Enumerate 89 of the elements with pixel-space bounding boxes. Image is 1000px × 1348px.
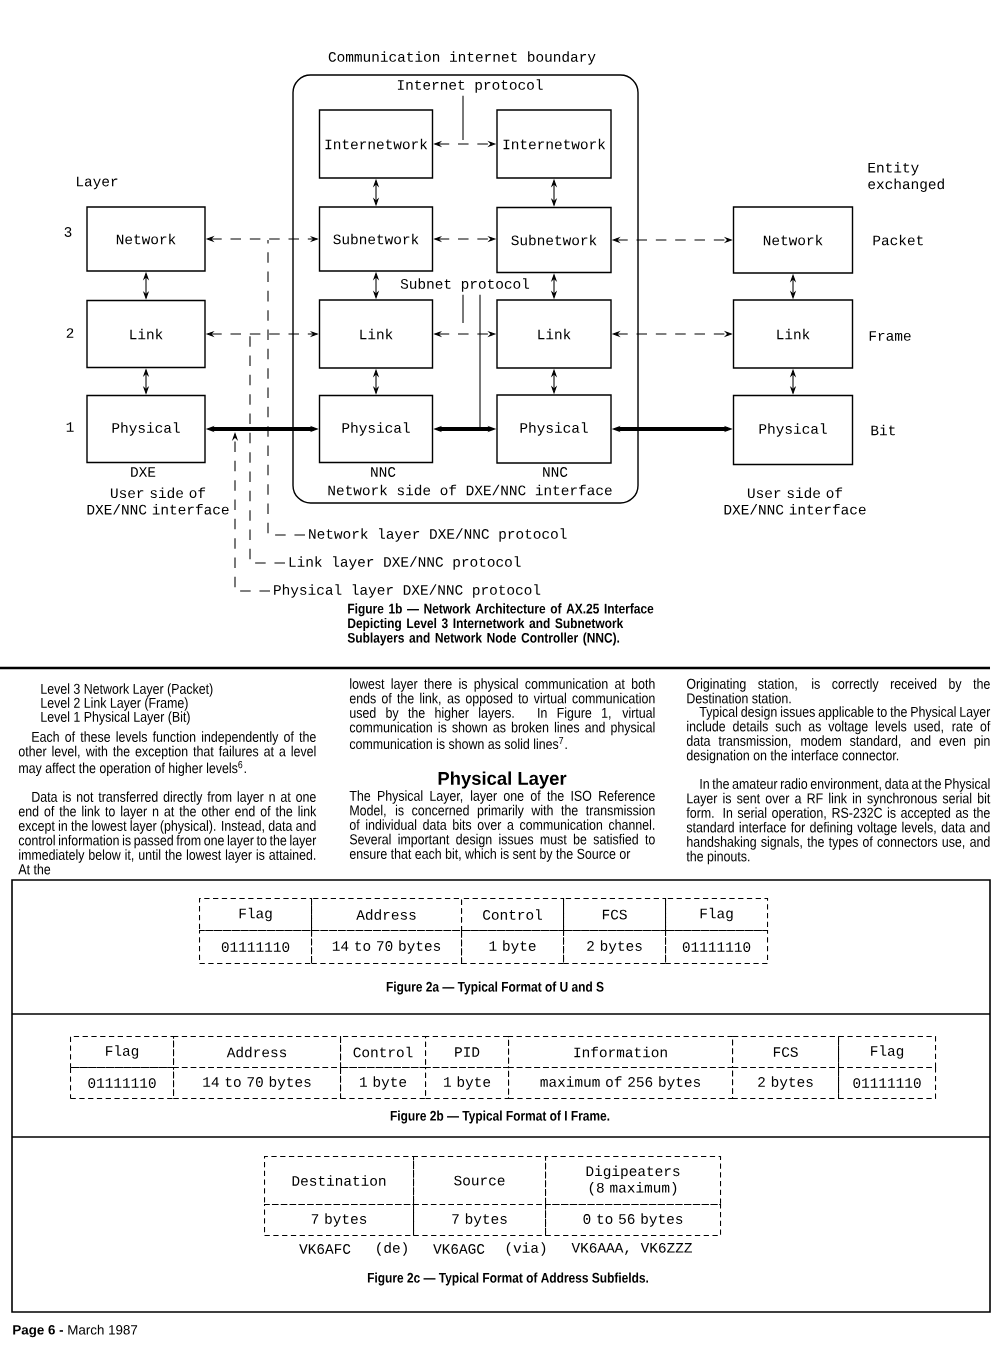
entity-label: Frame <box>869 331 911 341</box>
table-cell: 14 to 70 bytes <box>311 930 463 965</box>
boundary-label: Communication internet boundary <box>328 51 596 65</box>
table-cell: Address <box>311 898 463 932</box>
layer-box: Link <box>732 299 854 369</box>
table-cell: 01111110 <box>838 1067 937 1100</box>
layer-box: Subnetwork <box>318 206 434 272</box>
table-cell: Flag <box>199 898 313 932</box>
leader-line <box>462 95 464 141</box>
table-cell: FCS <box>563 898 667 932</box>
layer-number: 1 <box>66 422 74 432</box>
protocol-label: Physical layer DXE/NNC protocol <box>274 584 541 598</box>
leader-line <box>479 294 481 429</box>
layer-heading: Layer <box>77 176 118 190</box>
table-cell: 2 bytes <box>732 1067 840 1100</box>
leader-line <box>462 294 464 324</box>
station-label: DXE <box>131 467 156 477</box>
callsign: VK6AFC <box>299 1244 351 1254</box>
table-cell: 01111110 <box>199 930 313 965</box>
entity-heading: Entity exchanged <box>868 162 944 192</box>
layer-box: Physical <box>732 394 854 466</box>
table-cell: 14 to 70 bytes <box>173 1067 342 1100</box>
station-label: NNC <box>371 467 396 477</box>
table-cell: Digipeaters (8 maximum) <box>545 1156 722 1206</box>
layer-box: Network <box>732 206 854 274</box>
body-text: Data is not transferred directly from layer n at one end of the link to layer n at the other end of the link except in the lowest layer (physical). Instead, data and control information is passed from one layer to the layer immediately below it, until the lowest layer is attained. At the <box>18 791 317 875</box>
table-cell: 1 byte <box>461 930 565 965</box>
table-cell: 2 bytes <box>563 930 667 965</box>
table-cell: Control <box>340 1036 427 1069</box>
layer-box: Physical <box>86 394 206 464</box>
layer-box: Internetwork <box>318 109 434 179</box>
layer-box: Subnetwork <box>496 206 612 274</box>
body-text: Typical design issues applicable to the Physical Layer include details such as voltage levels used, rate of data transmission, modem standard, and even pin designation on the interface connector. <box>686 706 991 764</box>
table-cell: Information <box>508 1036 734 1069</box>
callsign: VK6AGC <box>433 1244 485 1254</box>
figure-caption: Figure 1b — Network Architecture of AX.25 Interface Depicting Level 3 Internetwork and Subnetwork Sublayers and Network Node Controller (NNC). <box>347 603 654 646</box>
layer-box: Link <box>86 299 206 369</box>
table-cell: Destination <box>264 1156 415 1206</box>
section-heading: Physical Layer <box>438 771 567 789</box>
table-cell: 7 bytes <box>264 1204 415 1237</box>
callsign: VK6AAA, VK6ZZZ <box>571 1242 692 1256</box>
table-cell: 7 bytes <box>413 1204 547 1237</box>
body-text: In the amateur radio environment, data at the Physical Layer is sent over a RF link in synchronous serial bit form. In serial operation, RS-232C is accepted as the standard interface for defining voltage levels, data and handshaking signals, the types of connectors use, and the pinouts. <box>686 778 991 865</box>
body-text: The Physical Layer, layer one of the ISO Reference Model, is concerned primarily with the transmission of individual data bits over a communication channel. Several important design issues must be satisfied to ensure that each bit, which is sent by the Source or <box>349 790 655 862</box>
protocol-label: Subnet protocol <box>400 278 530 292</box>
protocol-label: Link layer DXE/NNC protocol <box>289 556 521 570</box>
station-label: User side of DXE/NNC interface <box>87 487 229 515</box>
table-cell: 0 to 56 bytes <box>545 1204 722 1237</box>
layer-box: Physical <box>318 394 434 464</box>
protocol-label: Network layer DXE/NNC protocol <box>309 528 567 542</box>
body-text: Each of these levels function independently of the other level, with the exception that failures at a level may affect the operation of higher levels$^{6}$. <box>18 731 316 777</box>
table-cell: 01111110 <box>70 1067 175 1100</box>
page-footer: Page 6 - March 1987 <box>13 1324 138 1338</box>
layer-box: Physical <box>496 394 612 464</box>
layer-number: 2 <box>66 328 74 338</box>
table-cell: Flag <box>665 898 769 932</box>
table-cell: Flag <box>70 1036 175 1069</box>
table-cell: FCS <box>732 1036 840 1069</box>
figure-caption: Figure 2a — Typical Format of U and S <box>386 981 604 995</box>
figure-caption: Figure 2c — Typical Format of Address Subfields. <box>367 1272 649 1286</box>
boundary-label: Network side of DXE/NNC interface <box>328 484 612 496</box>
protocol-label: Internet protocol <box>397 79 543 93</box>
list-item: Level 1 Physical Layer (Bit) <box>41 711 190 725</box>
list-item: Level 3 Network Layer (Packet) <box>41 683 213 697</box>
list-item: Level 2 Link Layer (Frame) <box>41 697 188 711</box>
layer-box: Network <box>86 206 206 272</box>
table-cell: Source <box>413 1156 547 1206</box>
table-cell: maximum of 256 bytes <box>508 1067 734 1100</box>
entity-label: Packet <box>873 234 923 246</box>
figure-caption: Figure 2b — Typical Format of I Frame. <box>390 1110 610 1124</box>
table-cell: 1 byte <box>425 1067 510 1100</box>
layer-box: Internetwork <box>496 109 612 179</box>
table-cell: Control <box>461 898 565 932</box>
layer-number: 3 <box>64 227 72 237</box>
leader-line <box>267 239 306 536</box>
table-cell: 01111110 <box>665 930 769 965</box>
station-label: User side of DXE/NNC interface <box>724 487 866 515</box>
layer-box: Link <box>318 299 434 369</box>
station-label: NNC <box>543 467 568 477</box>
body-text: lowest layer there is physical communication at both ends of the link, as opposed to virtual communication used by the higher layers. In Figure 1, virtual communication is shown as broken lines and physical communication is shown as solid lines$^{7}$. <box>349 678 655 750</box>
callsign: (via) <box>506 1242 546 1256</box>
table-cell: PID <box>425 1036 510 1069</box>
table-cell: Address <box>173 1036 342 1069</box>
table-cell: 1 byte <box>340 1067 427 1100</box>
callsign: (de) <box>377 1242 407 1256</box>
entity-label: Bit <box>871 424 895 436</box>
table-cell: Flag <box>838 1036 937 1069</box>
layer-box: Link <box>496 299 612 369</box>
body-text: Originating station, is correctly received by the Destination station. <box>686 678 990 704</box>
